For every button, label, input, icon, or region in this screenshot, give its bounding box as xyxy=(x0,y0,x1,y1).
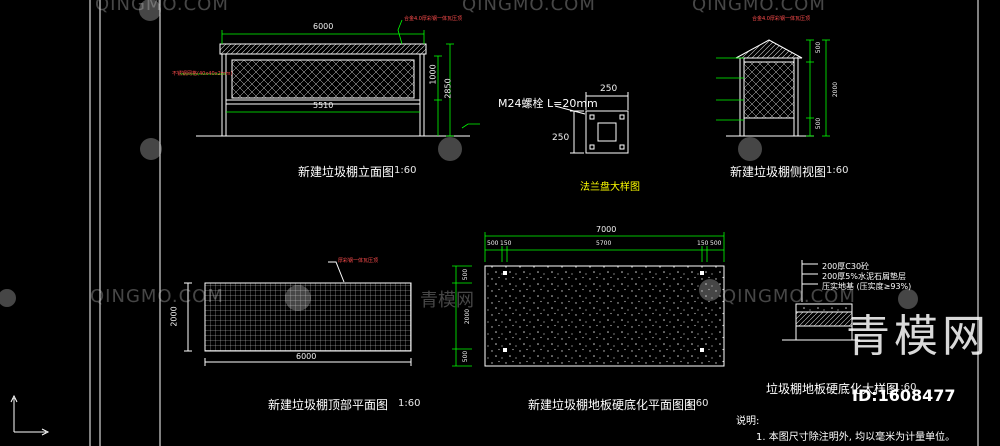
side-view xyxy=(726,39,814,137)
watermark-text: QINGMO.COM xyxy=(692,0,826,15)
notes-heading: 说明: xyxy=(736,416,760,427)
side-note-top: 合金4.0厚彩钢一体瓦压顶 xyxy=(752,16,810,22)
floor-detail xyxy=(782,260,860,341)
drawing-frame xyxy=(89,0,979,446)
flange-detail xyxy=(554,92,629,154)
elevation-view xyxy=(196,43,470,137)
elevation-dim-inner: 5510 xyxy=(313,101,334,110)
roof-plan-dim-bottom: 6000 xyxy=(296,352,317,361)
side-dimensions xyxy=(716,39,830,137)
floor-plan-dim-left-3: 500 xyxy=(462,350,470,363)
floor-plan-dim-sub-3: 5700 xyxy=(596,240,612,247)
floor-plan-dim-top: 7000 xyxy=(596,225,617,234)
side-dim-2: 2000 xyxy=(832,81,840,98)
roof-plan-dim-left: 2000 xyxy=(169,306,179,327)
brand-watermark: 青模网 xyxy=(846,311,990,362)
floor-plan-scale: 1:60 xyxy=(686,398,709,409)
floor-plan-dim-left-1: 500 xyxy=(462,268,470,281)
roof-plan-scale: 1:60 xyxy=(398,398,421,409)
floor-detail-title: 垃圾棚地板硬底化大样图 xyxy=(766,382,899,396)
elevation-dim-top: 6000 xyxy=(313,22,334,31)
watermark-cn-text: 青模网 xyxy=(420,290,474,311)
floor-plan-bolts xyxy=(503,271,704,352)
notes-line-1: 1. 本图尺寸除注明外, 均以毫米为计量单位。 xyxy=(756,432,956,443)
side-scale: 1:60 xyxy=(826,165,849,176)
floor-plan-dim-sub-4: 150 xyxy=(697,240,709,247)
floor-plan-title: 新建垃圾棚地板硬底化平面图图 xyxy=(528,398,697,412)
floor-detail-layer-1: 200厚C30砼 xyxy=(822,262,870,271)
roof-plan xyxy=(184,261,412,366)
watermark-text: QINGMO.COM xyxy=(90,286,224,307)
elevation-note-left: 不锈钢网格(40x40x2mm) xyxy=(172,71,233,77)
side-title: 新建垃圾棚侧视图 xyxy=(730,165,827,179)
flange-title: 法兰盘大样图 xyxy=(580,182,640,193)
elevation-dim-right-2: 2850 xyxy=(443,78,453,99)
flange-bolt-label: M24螺栓 L=20mm xyxy=(498,97,598,110)
side-dim-1: 500 xyxy=(815,41,823,54)
flange-dim-left: 250 xyxy=(552,133,570,143)
floor-detail-layer-2: 200厚5%水泥石屑垫层 xyxy=(822,272,906,281)
floor-detail-scale: 1:60 xyxy=(894,382,917,393)
elevation-scale: 1:60 xyxy=(394,165,417,176)
roof-plan-note: 厚彩钢一体瓦压顶 xyxy=(338,258,379,264)
watermark-text: QINGMO.COM xyxy=(462,0,596,15)
ucs-axis-icon xyxy=(10,394,50,436)
floor-plan-dimensions xyxy=(452,232,725,367)
elevation-title: 新建垃圾棚立面图 xyxy=(298,165,395,179)
watermark-text: QINGMO.COM xyxy=(722,286,856,307)
floor-plan-dim-sub-5: 500 xyxy=(710,240,722,247)
elevation-dim-right-1: 1000 xyxy=(428,64,438,85)
roof-plan-title: 新建垃圾棚顶部平面图 xyxy=(268,398,389,412)
elevation-note-top: 合金4.0厚彩钢一体瓦压顶 xyxy=(404,16,462,22)
flange-dim-top: 250 xyxy=(600,84,618,94)
floor-plan xyxy=(484,265,725,367)
brand-id: ID:1608477 xyxy=(852,386,956,405)
side-dim-3: 500 xyxy=(815,117,823,130)
watermark-text: QINGMO.COM xyxy=(95,0,229,15)
floor-plan-dim-sub-2: 150 xyxy=(500,240,512,247)
watermark-logos xyxy=(0,0,918,311)
floor-plan-dim-sub-1: 500 xyxy=(487,240,499,247)
floor-detail-layer-3: 压实地基 (压实度≥93%) xyxy=(822,282,912,291)
elevation-dimensions xyxy=(180,19,480,137)
